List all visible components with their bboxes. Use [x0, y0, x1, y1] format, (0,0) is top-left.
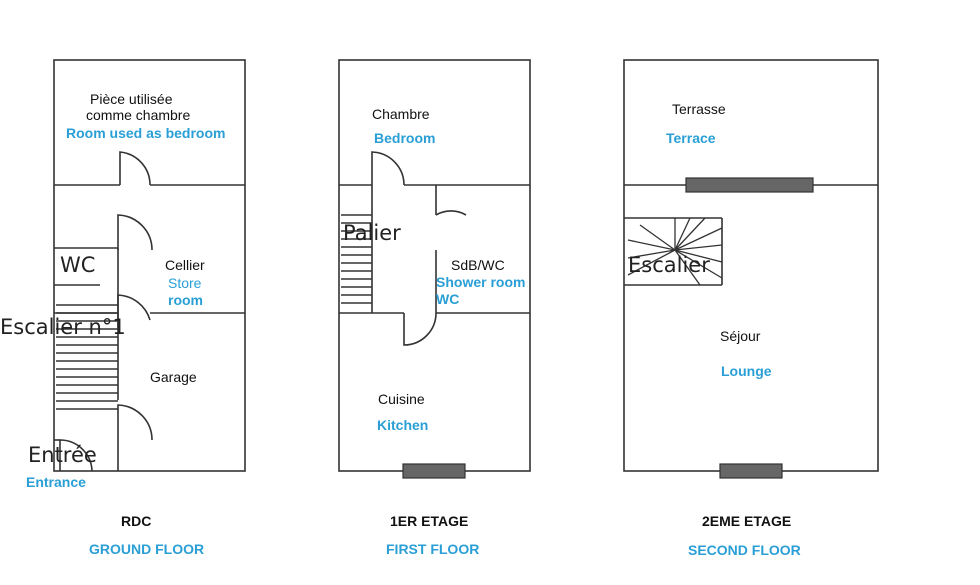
first-floor-caption-fr: 1ER ETAGE: [390, 513, 469, 529]
first-cuisine-label: Cuisine: [378, 391, 425, 407]
ground-floor-plan: [53, 59, 246, 472]
ground-store-label-2: room: [168, 292, 203, 308]
ground-store-label-1: Store: [168, 275, 202, 291]
first-sdb-label: SdB/WC: [451, 257, 505, 273]
first-shower-label-2: WC: [436, 291, 460, 307]
ground-cellier-label: Cellier: [165, 257, 205, 273]
kitchen-window: [402, 463, 466, 479]
first-bedroom-label: Bedroom: [374, 130, 436, 146]
first-kitchen-label: Kitchen: [377, 417, 429, 433]
second-terrasse-label: Terrasse: [672, 101, 726, 117]
second-floor-caption-en: SECOND FLOOR: [688, 542, 801, 558]
first-floor-caption-en: FIRST FLOOR: [386, 541, 480, 557]
first-shower-label-1: Shower room: [436, 274, 526, 290]
first-chambre-label: Chambre: [372, 106, 430, 122]
ground-bedroom-en: Room used as bedroom: [66, 125, 226, 141]
ground-bedroom-fr-line2: comme chambre: [86, 107, 191, 123]
lounge-window: [719, 463, 783, 479]
second-terrace-label: Terrace: [666, 130, 716, 146]
ground-bedroom-fr-line1: Pièce utilisée: [90, 91, 173, 107]
ground-floor-caption-fr: RDC: [121, 513, 152, 529]
second-lounge-label: Lounge: [721, 363, 772, 379]
ground-floor-outline: [53, 59, 246, 472]
ground-floor-stairs: [56, 304, 118, 410]
second-floor-stairs: [627, 217, 723, 286]
ground-escalier-label: Escalier n°1: [0, 315, 126, 339]
terrace-window: [685, 177, 814, 193]
ground-entrance-label: Entrance: [26, 474, 86, 490]
ground-wc-label: WC: [60, 253, 96, 277]
second-escalier-label: Escalier: [628, 253, 710, 277]
ground-floor-caption-en: GROUND FLOOR: [89, 541, 205, 557]
first-palier-label: Palier: [343, 221, 401, 245]
first-floor-stairs: [341, 214, 372, 304]
ground-entree-label: Entrée: [28, 443, 97, 467]
second-floor-caption-fr: 2EME ETAGE: [702, 513, 792, 529]
ground-garage-label: Garage: [150, 369, 197, 385]
second-sejour-label: Séjour: [720, 328, 761, 344]
